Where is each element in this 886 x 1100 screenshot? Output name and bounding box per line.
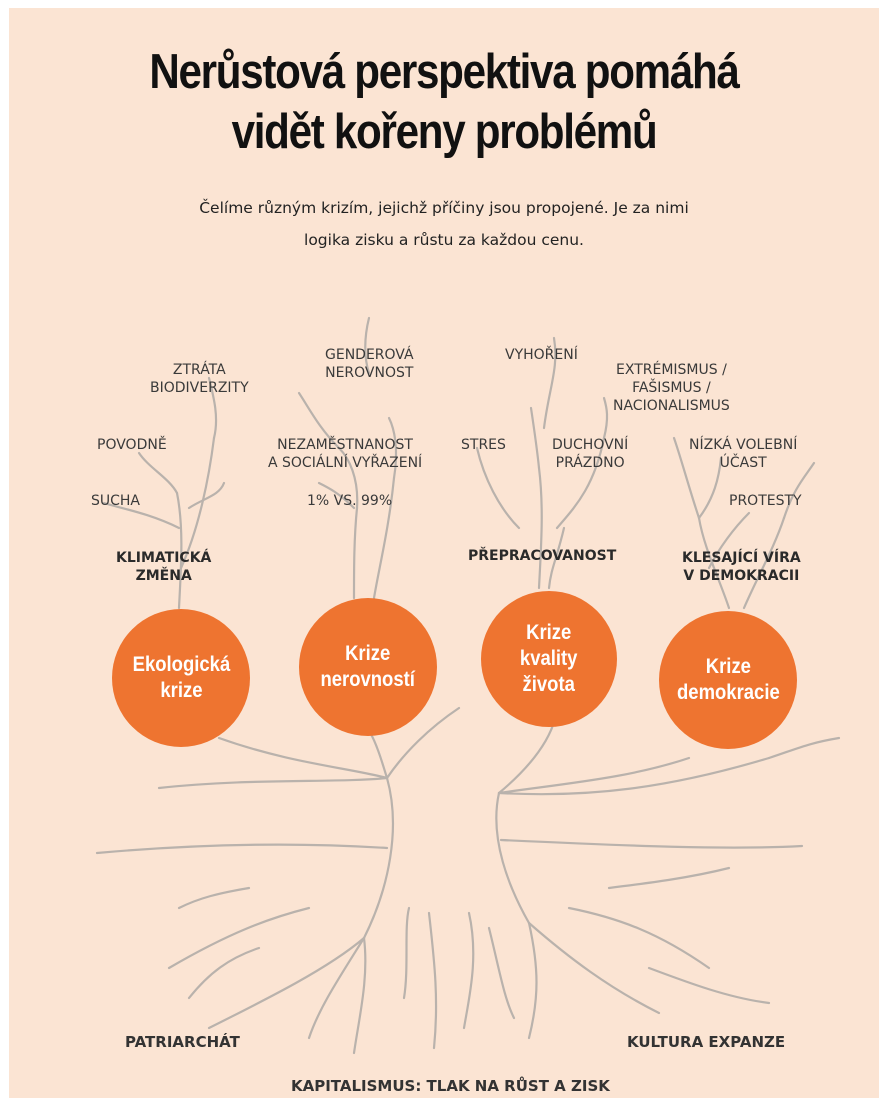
circle-label: Krize kvality života (520, 621, 578, 696)
label-climate-change: KLIMATICKÁ ZMĚNA (116, 550, 212, 584)
tree-illustration (95, 316, 841, 1055)
infographic-panel: Nerůstová perspektiva pomáhá vidět kořen… (9, 8, 879, 1098)
root-label-expansion-culture: KULTURA EXPANZE (627, 1033, 786, 1051)
circle-inequality-crisis: Krize nerovností (299, 598, 437, 736)
label-low-turnout: NÍZKÁ VOLEBNÍ ÚČAST (689, 437, 798, 471)
circle-quality-of-life-crisis: Krize kvality života (481, 591, 617, 727)
circle-democracy-crisis: Krize demokracie (659, 611, 797, 749)
circle-label: Krize demokracie (676, 655, 780, 704)
label-protests: PROTESTY (729, 493, 802, 509)
circle-label: Ekologická krize (132, 653, 230, 702)
label-unemployment: NEZAMĚSTNANOST A SOCIÁLNÍ VYŘAZENÍ (268, 437, 423, 471)
label-one-percent: 1% VS. 99% (307, 493, 393, 509)
title-line-2: vidět kořeny problémů (231, 105, 658, 159)
label-gender-inequality: GENDEROVÁ NEROVNOST (325, 347, 414, 381)
circle-ecological-crisis: Ekologická krize (112, 609, 250, 747)
label-droughts: SUCHA (91, 493, 141, 509)
label-declining-trust: KLESAJÍCÍ VÍRA V DEMOKRACII (682, 550, 801, 584)
root-label-patriarchy: PATRIARCHÁT (125, 1033, 240, 1051)
label-overwork: PŘEPRACOVANOST (468, 548, 617, 564)
subtitle-line-1: Čelíme různým krizím, jejichž příčiny js… (199, 199, 689, 217)
circle-label: Krize nerovností (320, 642, 416, 691)
root-label-capitalism: KAPITALISMUS: TLAK NA RŮST A ZISK (291, 1077, 610, 1095)
label-floods: POVODNĚ (97, 437, 167, 453)
title-line-1: Nerůstová perspektiva pomáhá (149, 45, 739, 99)
label-burnout: VYHOŘENÍ (505, 347, 578, 363)
subtitle-line-2: logika zisku a růstu za každou cenu. (304, 231, 584, 249)
label-spiritual-emptiness: DUCHOVNÍ PRÁZDNO (552, 437, 629, 471)
label-biodiversity-loss: ZTRÁTA BIODIVERZITY (150, 362, 249, 396)
label-stress: STRES (461, 437, 506, 453)
label-extremism: EXTRÉMISMUS / FAŠISMUS / NACIONALISMUS (613, 362, 730, 414)
